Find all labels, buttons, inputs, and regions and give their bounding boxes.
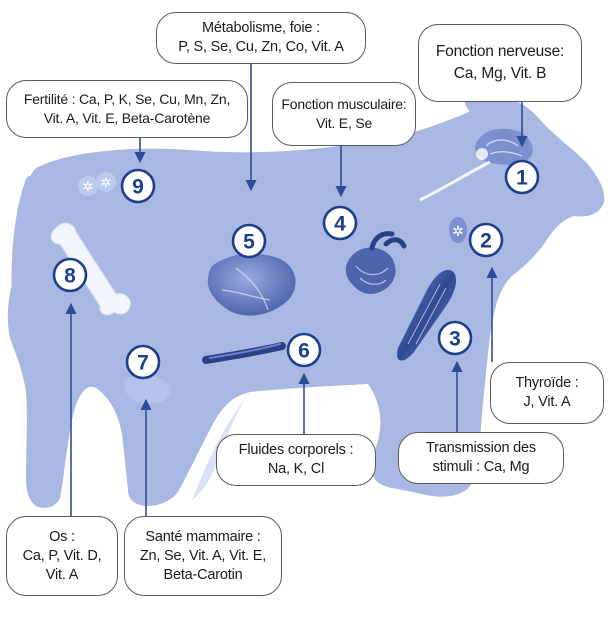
number-1: 1 [516,167,528,190]
label-title: Santé mammaire : [145,528,261,545]
number-8: 8 [64,265,76,288]
number-badges: 1 2 3 4 5 6 7 8 [52,159,540,380]
label-value: Vit. A, Vit. E, Beta-Carotène [43,110,211,126]
bone-icon [50,222,131,316]
vessel-icon [202,342,286,364]
label-fonction-musculaire: Fonction musculaire: Vit. E, Se [272,82,416,146]
udder-icon [123,375,171,404]
thyroid-icon: ✲ [449,217,467,243]
label-value: Ca, Mg, Vit. B [453,65,547,82]
label-value: Vit. E, Se [315,115,373,131]
label-value: J, Vit. A [523,394,571,410]
cow-body [7,98,605,508]
number-6: 6 [298,340,310,363]
label-title: Fonction musculaire: [281,96,407,112]
label-title: Transmission des [426,440,536,456]
number-badge-3: 3 [437,320,473,356]
number-badge-5: 5 [231,223,267,259]
number-badge-9: 9 [120,168,156,204]
liver-icon [207,253,296,316]
number-badge-1: 1 [504,159,540,195]
heart-icon [345,231,407,294]
label-title: Métabolisme, foie : [202,20,320,36]
label-value: Ca, P, Vit. D, [22,547,102,564]
label-fertilite: Fertilité : Ca, P, K, Se, Cu, Mn, Zn, Vi… [6,80,248,138]
label-value-2: Beta-Carotin [163,566,243,583]
number-7: 7 [137,352,149,375]
number-4: 4 [334,213,346,236]
label-title: Os : [49,528,75,545]
label-metabolisme: Métabolisme, foie : P, S, Se, Cu, Zn, Co… [156,12,366,64]
label-title: Thyroïde : [515,375,579,391]
cow-tail [11,176,34,304]
number-3: 3 [449,328,461,351]
ovary-icon: ✲ ✲ [78,172,116,196]
label-value: Zn, Se, Vit. A, Vit. E, [139,547,267,564]
label-os: Os : Ca, P, Vit. D, Vit. A [6,516,118,596]
number-badge-7: 7 [125,344,161,380]
label-value-2: Vit. A [45,566,79,583]
number-5: 5 [243,231,255,254]
label-fluides: Fluides corporels : Na, K, Cl [216,434,376,486]
label-value: P, S, Se, Cu, Zn, Co, Vit. A [178,39,344,55]
number-badge-4: 4 [322,205,358,241]
connectors [65,60,528,516]
label-title: Fertilité : Ca, P, K, Se, Cu, Mn, Zn, [23,91,231,107]
label-title: Fluides corporels : [238,442,354,458]
svg-text:✲: ✲ [452,224,464,240]
label-thyroide: Thyroïde : J, Vit. A [490,362,604,424]
muscle-icon [397,270,457,361]
number-badge-8: 8 [52,257,88,293]
svg-text:✲: ✲ [101,176,112,191]
label-value: Na, K, Cl [267,461,325,477]
number-badge-6: 6 [286,332,322,368]
label-fonction-nerveuse: Fonction nerveuse: Ca, Mg, Vit. B [418,24,582,102]
svg-text:✲: ✲ [83,180,94,195]
label-sante-mammaire: Santé mammaire : Zn, Se, Vit. A, Vit. E,… [124,516,282,596]
label-transmission: Transmission des stimuli : Ca, Mg [398,432,564,484]
number-badge-2: 2 [468,222,504,258]
number-9: 9 [132,176,144,199]
number-2: 2 [480,230,492,253]
label-value: stimuli : Ca, Mg [432,459,530,475]
label-title: Fonction nerveuse: [435,43,565,60]
